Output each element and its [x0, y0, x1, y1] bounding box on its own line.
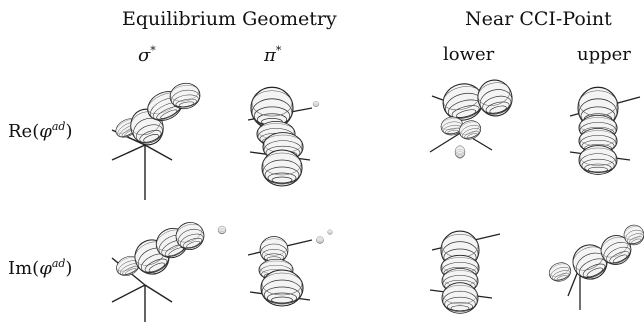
- column-header-sigma-star: σ*: [138, 44, 156, 66]
- orbital-re-sigma: [111, 80, 203, 200]
- sigma-superscript: *: [150, 44, 156, 57]
- column-header-upper: upper: [577, 44, 631, 65]
- orbital-re-lower: [429, 75, 517, 159]
- im-prefix: Im(: [8, 258, 40, 279]
- im-superscript: ad: [51, 257, 66, 270]
- row-label-real-part: Re(φad): [8, 120, 72, 142]
- pi-superscript: *: [275, 44, 282, 57]
- re-superscript: ad: [51, 120, 66, 133]
- near-cci-point-title: Near CCI-Point: [465, 8, 612, 30]
- orbital-re-pi: [247, 86, 320, 187]
- re-prefix: Re(: [8, 121, 40, 142]
- orbital-re-upper: [569, 86, 641, 175]
- im-suffix: ): [65, 258, 73, 279]
- orbital-im-upper: [546, 221, 644, 310]
- column-header-lower: lower: [443, 44, 495, 65]
- orbital-im-lower: [429, 230, 501, 314]
- im-phi-symbol: φ: [39, 258, 52, 279]
- sigma-symbol: σ: [138, 45, 151, 66]
- pi-symbol: π: [264, 45, 276, 66]
- re-phi-symbol: φ: [39, 121, 52, 142]
- orbital-im-sigma: [111, 218, 227, 322]
- column-header-pi-star: π*: [264, 44, 281, 66]
- row-label-imaginary-part: Im(φad): [8, 257, 72, 279]
- equilibrium-geometry-title: Equilibrium Geometry: [122, 8, 337, 30]
- re-suffix: ): [65, 121, 73, 142]
- orbital-im-pi: [247, 229, 333, 307]
